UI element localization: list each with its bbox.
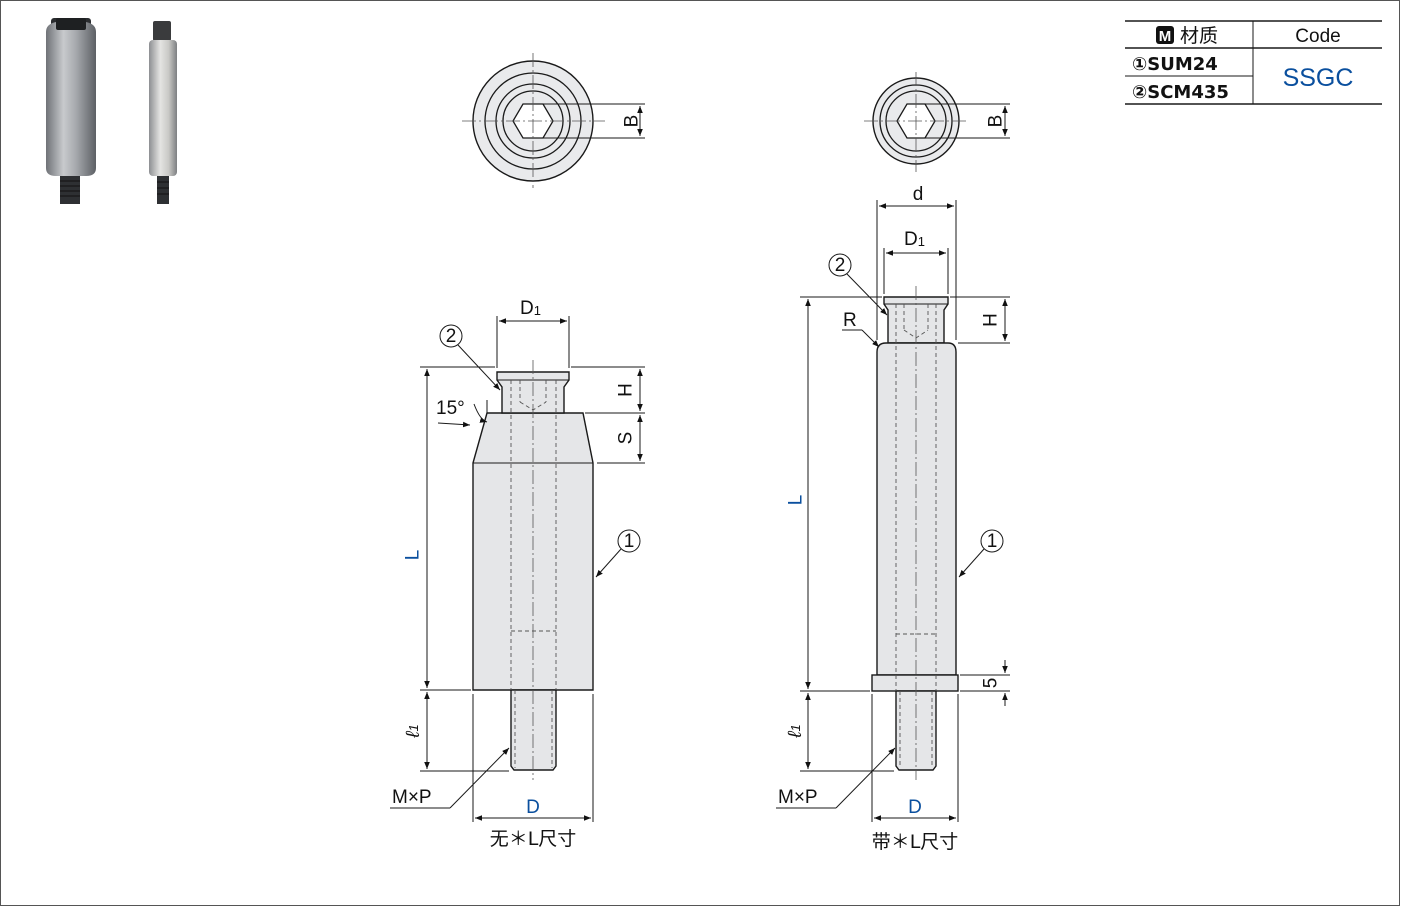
callout-2-right bbox=[828, 253, 852, 277]
dim-d-small-right: d bbox=[913, 184, 924, 205]
dim-d-right: D bbox=[908, 797, 922, 818]
top-view-left: B bbox=[462, 53, 645, 188]
callout-1-right bbox=[980, 529, 1004, 553]
dim-d-left: D bbox=[526, 797, 540, 818]
side-view-right: d D1 H R L 5 ℓ1 M×P bbox=[776, 184, 1010, 853]
svg-text:1: 1 bbox=[624, 531, 635, 552]
side-view-left: D1 H S 15° L ℓ1 M×P D 2 bbox=[390, 298, 645, 850]
label-mxp-left: M×P bbox=[392, 787, 432, 808]
dim-s-left: S bbox=[616, 432, 637, 445]
label-r: R bbox=[843, 310, 857, 331]
dim-l1-left: ℓ1 bbox=[403, 724, 424, 738]
dim-h-left: H bbox=[616, 383, 637, 397]
caption-with-l: 带＊L尺寸 bbox=[872, 831, 959, 853]
callout-1-left bbox=[617, 529, 641, 553]
dim-h-right: H bbox=[981, 313, 1002, 327]
code-header: Code bbox=[1295, 26, 1340, 47]
dim-b-left: B bbox=[622, 115, 643, 128]
code-value: SSGC bbox=[1283, 64, 1354, 92]
dim-l-right: L bbox=[786, 495, 807, 506]
material-icon bbox=[1156, 26, 1174, 44]
material-icon-letter: M bbox=[1159, 28, 1172, 45]
material-table: M 材质 Code ①SUM24 ②SCM435 SSGC bbox=[1125, 20, 1382, 105]
label-mxp-right: M×P bbox=[778, 787, 818, 808]
material-header: 材质 bbox=[1180, 25, 1218, 47]
dim-l-left: L bbox=[403, 550, 424, 561]
callout-2-left bbox=[439, 324, 463, 348]
dim-l1-right: ℓ1 bbox=[785, 724, 806, 738]
svg-text:2: 2 bbox=[446, 326, 457, 347]
product-photo-small bbox=[149, 21, 177, 204]
dim-b-right: B bbox=[986, 115, 1007, 128]
product-photo-large bbox=[46, 18, 96, 204]
caption-without-l: 无＊L尺寸 bbox=[490, 828, 577, 850]
material-2: ②SCM435 bbox=[1132, 82, 1229, 103]
dim-5: 5 bbox=[981, 678, 1002, 689]
material-1: ①SUM24 bbox=[1132, 54, 1218, 75]
svg-text:2: 2 bbox=[835, 255, 846, 276]
dim-d1-left: D1 bbox=[520, 298, 541, 319]
dim-angle-15: 15° bbox=[436, 398, 465, 419]
top-view-right: B bbox=[864, 72, 1010, 172]
svg-text:1: 1 bbox=[987, 531, 998, 552]
dim-d1-right: D1 bbox=[904, 229, 925, 250]
